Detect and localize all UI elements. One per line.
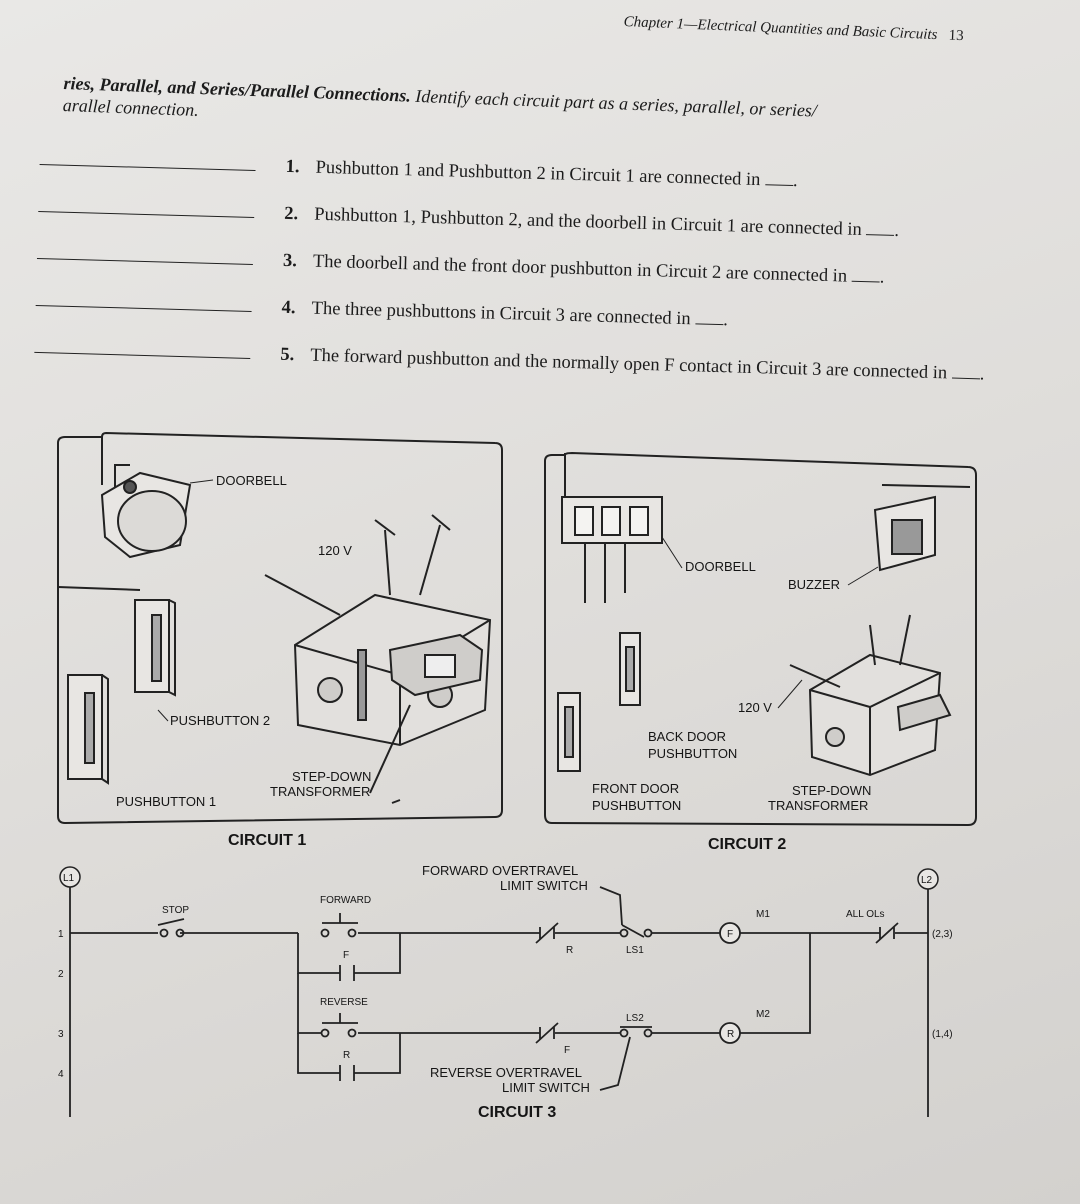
l1-label: L1 bbox=[63, 873, 75, 884]
r-seal-label: R bbox=[343, 1050, 350, 1061]
reverse-label: REVERSE bbox=[320, 997, 368, 1008]
m1-label: M1 bbox=[756, 909, 770, 920]
line-4-number: 4 bbox=[58, 1069, 64, 1080]
circuit-1-caption: CIRCUIT 1 bbox=[228, 832, 306, 849]
exercise-instruction: Identify each circuit part as a series, … bbox=[415, 85, 818, 121]
exercise-instruction-line2: arallel connection. bbox=[62, 94, 200, 120]
exercise-heading: ries, Parallel, and Series/Parallel Conn… bbox=[62, 72, 993, 150]
l1-terminal bbox=[59, 866, 81, 888]
circuit-2-caption: CIRCUIT 2 bbox=[708, 836, 786, 853]
l2-terminal bbox=[917, 868, 939, 890]
running-head: Chapter 1—Electrical Quantities and Basi… bbox=[623, 14, 964, 45]
c1-pushbutton1-label: PUSHBUTTON 1 bbox=[116, 794, 216, 809]
c1-voltage-label: 120 V bbox=[318, 543, 352, 558]
inline-blank bbox=[851, 280, 880, 283]
c2-voltage-label: 120 V bbox=[738, 700, 772, 715]
question-number: 1. bbox=[285, 156, 300, 178]
rev-overtravel-label-1: REVERSE OVERTRAVEL bbox=[430, 1065, 582, 1080]
r-interlock-label: R bbox=[566, 945, 573, 956]
c1-transformer-label-1: STEP-DOWN bbox=[292, 769, 371, 784]
coil-f-label: F bbox=[727, 929, 733, 940]
line-2-number: 2 bbox=[58, 969, 64, 980]
doorbell-device bbox=[100, 471, 192, 559]
all-ols-label: ALL OLs bbox=[846, 909, 885, 920]
stop-label: STOP bbox=[162, 905, 189, 916]
junction-box bbox=[264, 514, 492, 747]
c1-doorbell-label: DOORBELL bbox=[216, 473, 287, 488]
running-head-text: Chapter 1—Electrical Quantities and Basi… bbox=[623, 14, 938, 44]
l2-label: L2 bbox=[921, 875, 933, 886]
fwd-overtravel-label-2: LIMIT SWITCH bbox=[500, 878, 588, 893]
question-number: 3. bbox=[282, 250, 298, 272]
f-interlock-label: F bbox=[564, 1045, 570, 1056]
back-door-pushbutton-device bbox=[619, 632, 641, 706]
inline-blank bbox=[951, 377, 980, 380]
m2-label: M2 bbox=[756, 1009, 770, 1020]
circuit-3-ladder bbox=[69, 885, 929, 1117]
question-number: 4. bbox=[281, 297, 296, 319]
c2-transformer-label-2: TRANSFORMER bbox=[768, 798, 868, 813]
page-number: 13 bbox=[948, 27, 964, 45]
c2-back-door-label-2: PUSHBUTTON bbox=[648, 746, 737, 761]
coil-r-label: R bbox=[727, 1029, 734, 1040]
front-door-pushbutton-device bbox=[557, 692, 581, 772]
rev-overtravel-label-2: LIMIT SWITCH bbox=[502, 1080, 590, 1095]
forward-label: FORWARD bbox=[320, 895, 371, 906]
buzzer-device bbox=[873, 495, 936, 572]
c2-front-door-label-2: PUSHBUTTON bbox=[592, 798, 681, 813]
inline-blank bbox=[695, 323, 724, 326]
c2-buzzer-label: BUZZER bbox=[788, 577, 840, 592]
inline-blank bbox=[866, 234, 895, 236]
question-number: 2. bbox=[284, 203, 299, 225]
circuit-figures: DOORBELL 120 V PUSHBUTTON 2 PUSHBUTTON 1… bbox=[57, 431, 977, 1121]
ref-2-3: (2,3) bbox=[932, 929, 953, 940]
question-text: Pushbutton 1 and Pushbutton 2 in Circuit… bbox=[315, 157, 761, 191]
chime-device bbox=[561, 496, 663, 603]
pushbutton-2-device bbox=[134, 599, 176, 697]
circuit-3-caption: CIRCUIT 3 bbox=[478, 1104, 556, 1121]
question-number: 5. bbox=[280, 344, 295, 366]
ls2-label: LS2 bbox=[626, 1013, 644, 1024]
c1-pushbutton2-label: PUSHBUTTON 2 bbox=[170, 713, 270, 728]
circuit-2-diagram bbox=[544, 451, 977, 827]
c2-doorbell-label: DOORBELL bbox=[685, 559, 756, 574]
question-list: 1. Pushbutton 1 and Pushbutton 2 in Circ… bbox=[33, 150, 999, 412]
fwd-overtravel-label-1: FORWARD OVERTRAVEL bbox=[422, 863, 578, 878]
c2-back-door-label-1: BACK DOOR bbox=[648, 729, 726, 744]
circuit-1-diagram bbox=[57, 431, 503, 825]
ref-1-4: (1,4) bbox=[932, 1029, 953, 1040]
junction-box-2 bbox=[789, 614, 952, 777]
c1-transformer-label-2: TRANSFORMER bbox=[270, 784, 370, 799]
step-down-transformer-1 bbox=[369, 633, 484, 804]
line-1-number: 1 bbox=[58, 929, 64, 940]
line-3-number: 3 bbox=[58, 1029, 64, 1040]
pushbutton-1-device bbox=[67, 674, 109, 785]
c2-transformer-label-1: STEP-DOWN bbox=[792, 783, 871, 798]
f-seal-label: F bbox=[343, 950, 349, 961]
c2-front-door-label-1: FRONT DOOR bbox=[592, 781, 679, 796]
answer-blank[interactable] bbox=[39, 150, 256, 172]
ls1-label: LS1 bbox=[626, 945, 644, 956]
inline-blank bbox=[764, 184, 793, 187]
